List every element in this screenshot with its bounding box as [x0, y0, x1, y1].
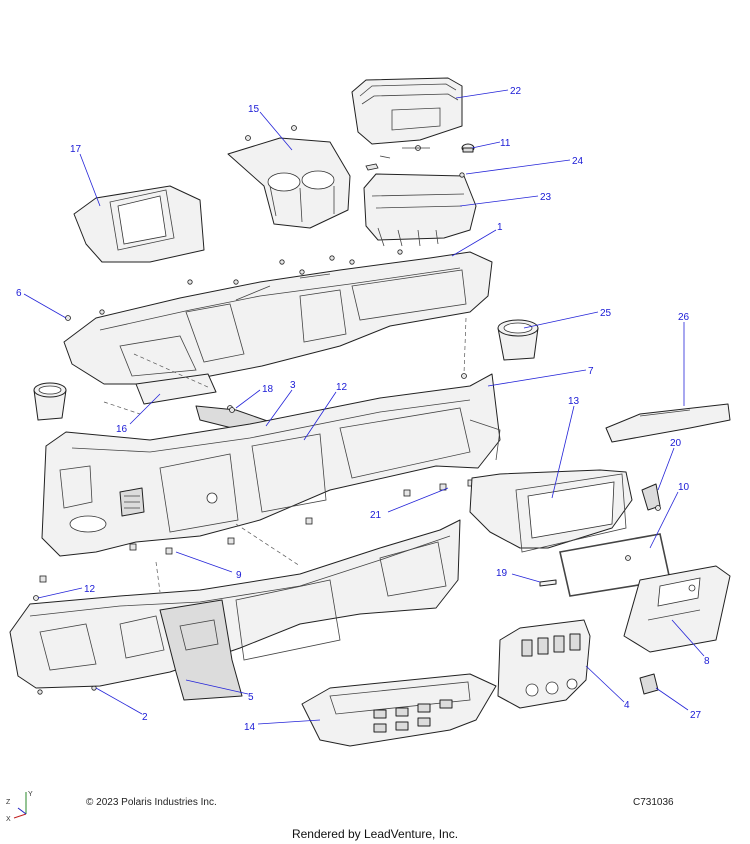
part-26-trim-strip	[605, 403, 731, 443]
callout-20: 20	[670, 438, 682, 449]
callout-13: 13	[568, 396, 580, 407]
part-17-gauge-bezel	[73, 185, 205, 263]
callout-6: 6	[16, 288, 22, 299]
dash-clips	[39, 479, 475, 583]
part-19-hinge-pin	[539, 555, 631, 587]
callout-16: 16	[116, 424, 128, 435]
callout-11: 11	[500, 138, 511, 149]
callout-17: 17	[70, 144, 82, 155]
callout-labels: 22 15 17 11 24 23 1 6 25 26 7 18 3 12 16…	[16, 86, 710, 733]
leader-lines	[23, 89, 705, 725]
callout-23: 23	[540, 192, 552, 203]
part-14-lower-cover	[301, 673, 497, 747]
callout-5: 5	[248, 692, 254, 703]
part-27-clip	[639, 673, 659, 695]
callout-26: 26	[678, 312, 690, 323]
part-4-switch-panel	[497, 619, 591, 709]
callout-21: 21	[370, 510, 382, 521]
part-23-storage-bin	[363, 145, 477, 247]
part-11-grommet	[461, 143, 475, 153]
assembly-lines	[103, 317, 467, 593]
part-8-glovebox-door	[623, 565, 731, 653]
callout-10: 10	[678, 482, 690, 493]
callout-9: 9	[236, 570, 242, 581]
callout-4: 4	[624, 700, 630, 711]
part-22-upper-lid	[351, 77, 463, 145]
copyright-text: © 2023 Polaris Industries Inc.	[86, 797, 217, 808]
drawing-id: C731036	[633, 797, 674, 808]
part-18-screw	[229, 407, 235, 413]
part-cupholder-left	[33, 382, 67, 421]
part-7-main-dash-frame	[41, 373, 501, 557]
part-1-upper-dash-panel	[63, 251, 493, 385]
part-16-plate	[135, 373, 217, 405]
callout-2: 2	[142, 712, 148, 723]
rendered-by-text: Rendered by LeadVenture, Inc.	[291, 827, 459, 841]
callout-12b: 12	[84, 584, 96, 595]
part-5-lower-panel	[159, 599, 243, 701]
part-25-cupholder	[497, 319, 539, 361]
axis-z-label: Z	[6, 799, 11, 806]
part-2-lower-dash	[9, 519, 461, 689]
part-20-latch	[641, 483, 661, 511]
part-15-cupholder-panel	[227, 137, 351, 229]
callout-3: 3	[290, 380, 296, 391]
axis-x-label: X	[6, 816, 11, 823]
callout-12a: 12	[336, 382, 348, 393]
callout-15: 15	[248, 104, 260, 115]
callout-27: 27	[690, 710, 702, 721]
callout-1: 1	[497, 222, 503, 233]
callout-24: 24	[572, 156, 584, 167]
axis-triad-icon: Z Y X	[6, 791, 33, 823]
callout-18: 18	[262, 384, 274, 395]
callout-14: 14	[244, 722, 256, 733]
axis-y-label: Y	[28, 791, 33, 798]
callout-25: 25	[600, 308, 612, 319]
callout-19: 19	[496, 568, 508, 579]
part-24-screw	[459, 172, 465, 178]
callout-7: 7	[588, 366, 594, 377]
callout-8: 8	[704, 656, 710, 667]
callout-22: 22	[510, 86, 522, 97]
part-13-display-housing	[469, 469, 633, 553]
